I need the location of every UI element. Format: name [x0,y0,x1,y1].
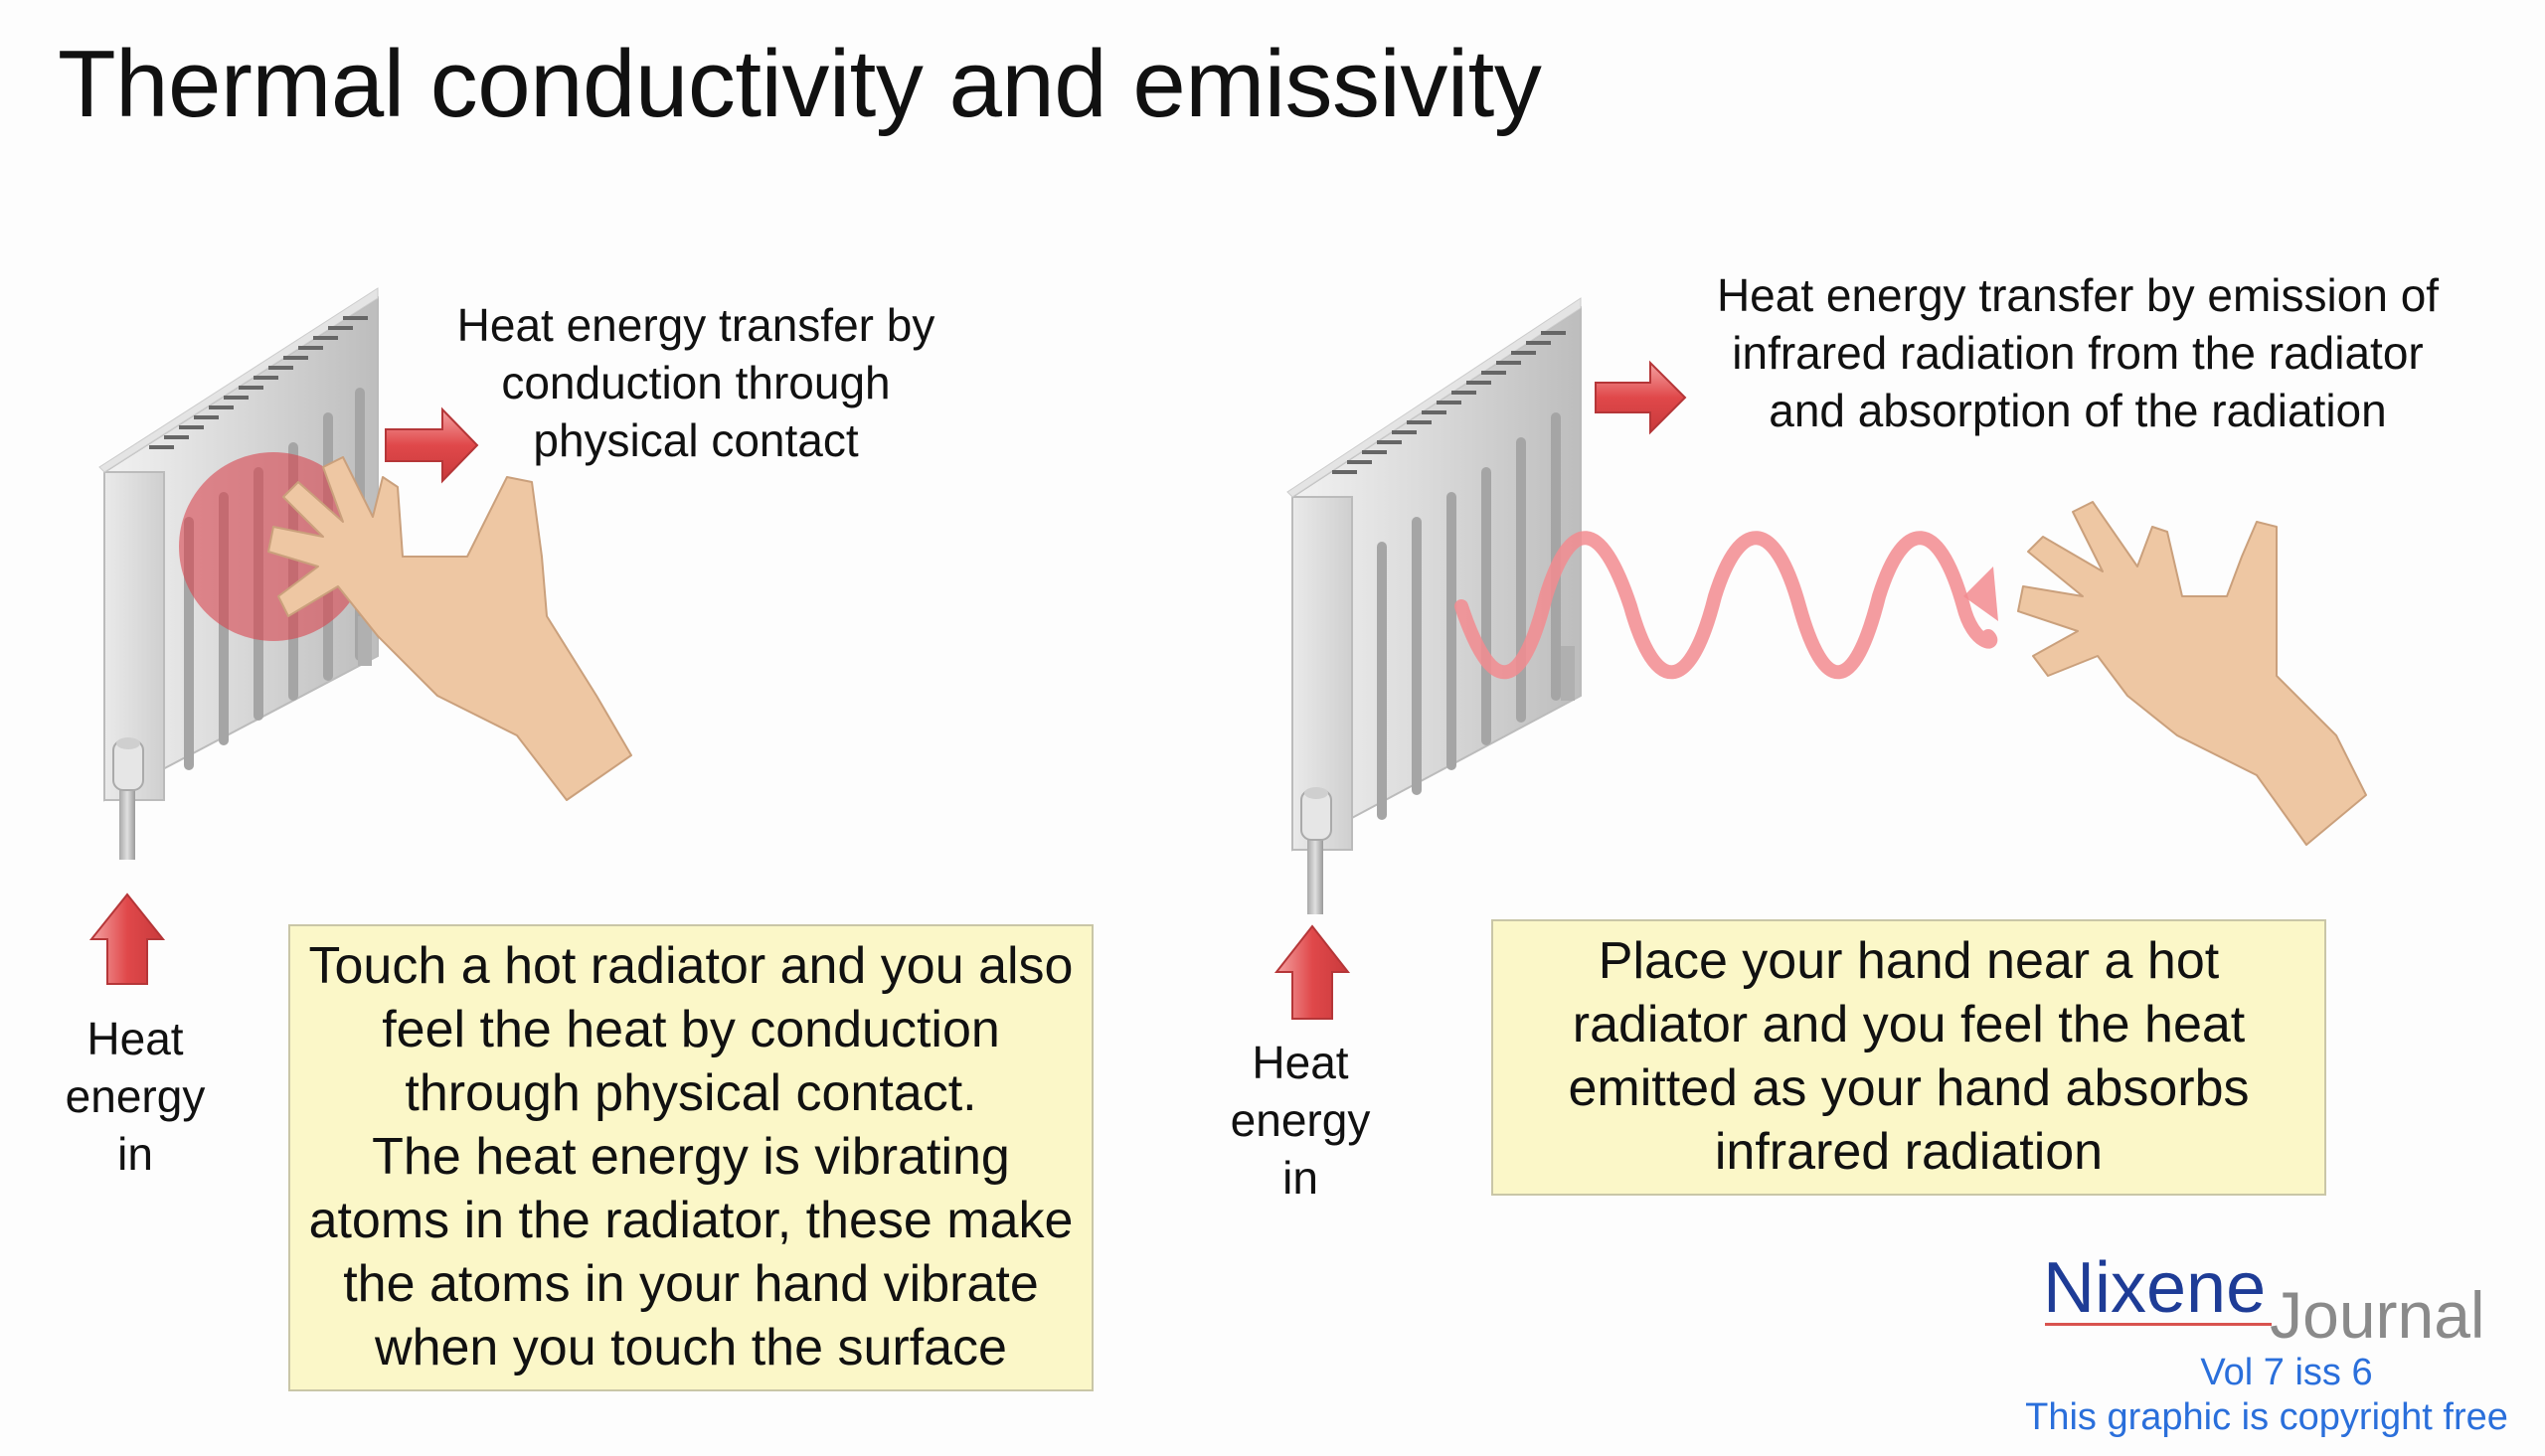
infrared-wave [1454,531,1998,680]
right-radiator [1286,297,1582,914]
nixene-journal-logo: NixeneJournal [2043,1248,2485,1352]
right-transfer-caption: Heat energy transfer by emission of infr… [1716,269,2440,436]
volume-label: Vol 7 iss 6 [2200,1352,2373,1393]
left-note: Touch a hot radiator and you also feel t… [288,924,1094,1391]
right-note: Place your hand near a hot radiator and … [1491,919,2326,1196]
left-hand [267,456,632,801]
right-heat-in-label: Heat energy in [1230,1037,1371,1204]
left-heat-in-label: Heat energy in [65,1013,206,1180]
right-transfer-arrow [1595,360,1687,435]
copyright-label: This graphic is copyright free [2025,1396,2508,1438]
right-hand [2017,501,2367,846]
infrared-wave-arrowhead [1963,566,1998,621]
left-heat-in-arrow [88,892,166,985]
left-transfer-caption: Heat energy transfer by conduction throu… [456,299,935,466]
right-heat-in-arrow [1273,924,1351,1020]
left-transfer-arrow [385,406,479,484]
page-title: Thermal conductivity and emissivity [58,31,1542,137]
